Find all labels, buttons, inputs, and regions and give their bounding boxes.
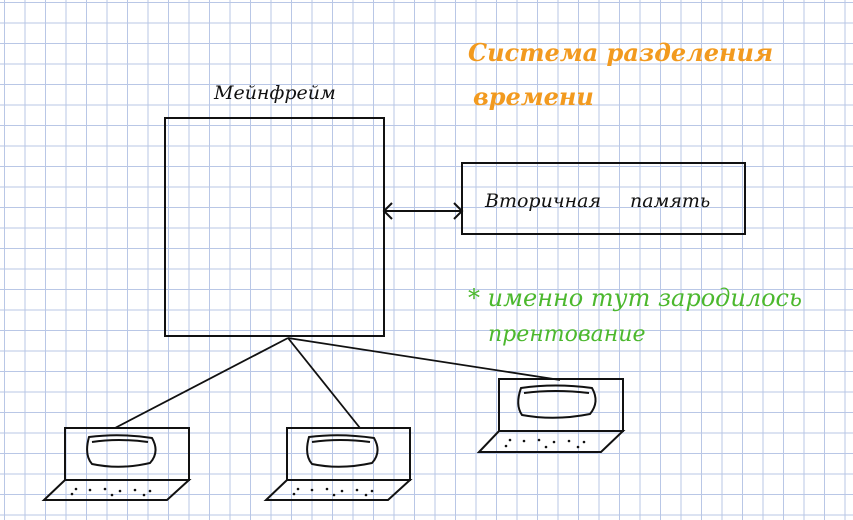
terminal-laptop-3 bbox=[476, 378, 626, 453]
bidirectional-arrow bbox=[382, 202, 464, 220]
title-line-1: Система разделения bbox=[468, 38, 774, 67]
connection-line-left bbox=[114, 337, 289, 429]
terminal-laptop-2 bbox=[263, 427, 413, 501]
secondary-storage-label-word-2: память bbox=[630, 190, 711, 212]
connection-line-right bbox=[287, 337, 561, 381]
mainframe-label: Мейнфрейм bbox=[214, 82, 336, 104]
title-line-2: времени bbox=[473, 82, 594, 111]
mainframe-box bbox=[164, 117, 385, 337]
secondary-storage-label-word-1: Вторичная bbox=[485, 190, 602, 212]
connection-line-middle bbox=[287, 337, 361, 429]
note-line-2: прентование bbox=[488, 322, 646, 347]
note-line-1: * именно тут зародилось bbox=[468, 284, 803, 312]
secondary-storage-box bbox=[461, 162, 746, 235]
terminal-laptop-1 bbox=[41, 427, 192, 501]
